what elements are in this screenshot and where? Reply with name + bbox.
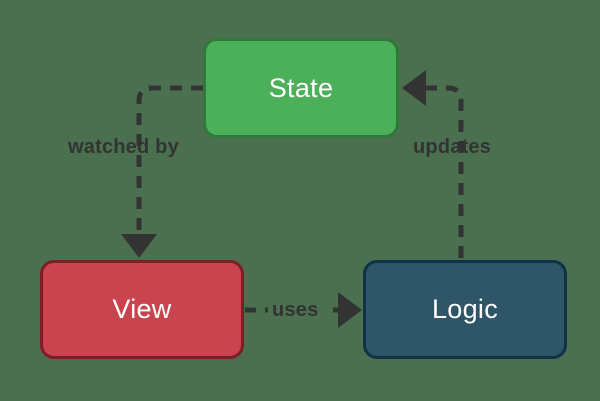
- edge-label-uses: uses: [272, 299, 319, 321]
- edge-view-to-logic-arrowhead: [338, 292, 362, 328]
- node-state-label: State: [268, 72, 334, 103]
- edge-logic-to-state-arrowhead: [402, 70, 426, 106]
- node-view-label: View: [112, 294, 172, 324]
- node-state[interactable]: State: [203, 38, 399, 138]
- edge-state-to-view: [121, 85, 203, 258]
- edge-state-to-view-line: [136, 85, 203, 234]
- edge-state-to-view-arrowhead: [121, 234, 157, 258]
- node-logic[interactable]: Logic: [363, 260, 567, 359]
- edge-view-to-logic: [245, 292, 362, 328]
- node-view[interactable]: View: [40, 260, 244, 359]
- edge-label-watched-by: watched by: [68, 136, 179, 158]
- edge-logic-to-state-line: [420, 85, 464, 258]
- edge-label-updates: updates: [413, 136, 492, 158]
- edge-logic-to-state: [402, 70, 464, 258]
- node-logic-label: Logic: [431, 294, 499, 324]
